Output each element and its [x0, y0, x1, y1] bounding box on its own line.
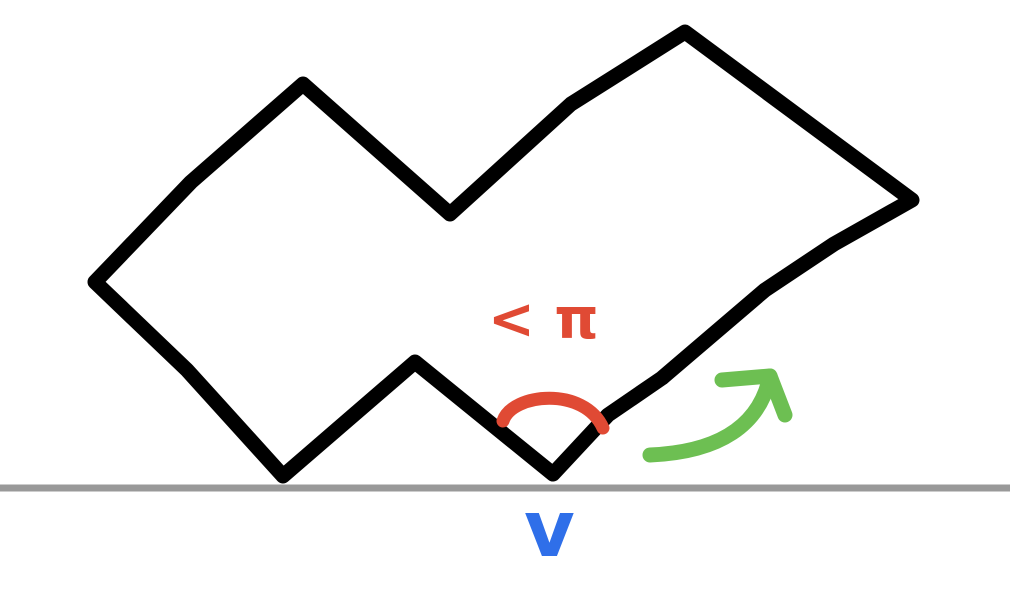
vertex-label: v: [524, 485, 575, 575]
angle-label: < π: [488, 287, 599, 352]
polygon-outline: [87, 24, 920, 484]
rotation-arrow-icon: [642, 368, 793, 463]
angle-arc: [496, 391, 610, 435]
